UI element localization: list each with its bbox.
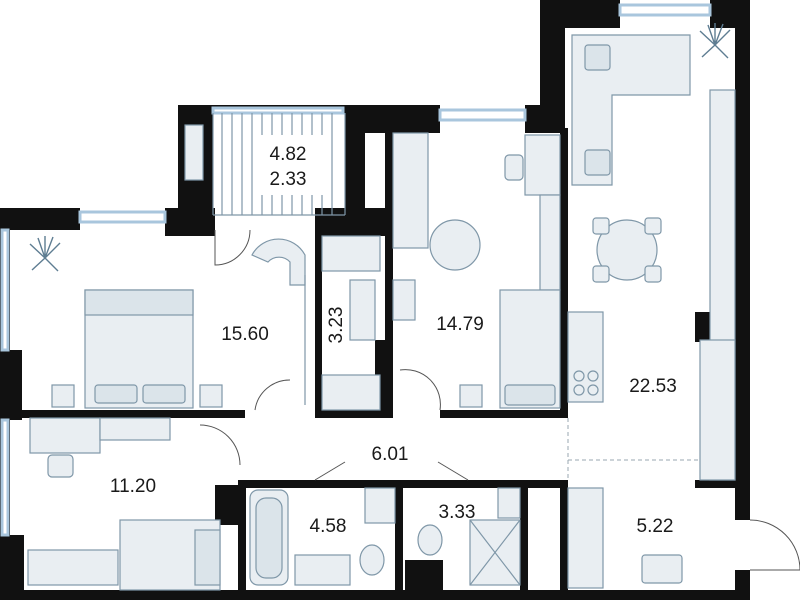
plant-icon [699, 23, 731, 59]
study-furniture [27, 417, 241, 591]
wardrobe-area: 3.23 [326, 307, 347, 344]
bedroom-area: 15.60 [221, 324, 269, 345]
kids-room-area: 14.79 [436, 314, 484, 335]
bedroom-furniture [29, 229, 306, 409]
hallway [254, 379, 469, 481]
kitchen-living-area: 22.53 [629, 376, 677, 397]
wardrobe-furniture [304, 235, 381, 411]
loggia [184, 113, 346, 216]
entrance-furniture [567, 487, 800, 589]
area-labels: 4.82 2.33 15.60 3.23 14.79 22.53 6.01 11… [110, 144, 677, 537]
plant-icon [29, 236, 61, 272]
entrance-closet-area: 5.22 [637, 516, 674, 537]
study-area: 11.20 [110, 476, 156, 497]
windows [0, 3, 712, 537]
loggia-area-secondary: 2.33 [270, 169, 307, 190]
kids-room-furniture [392, 132, 561, 411]
kitchen-living-furniture [567, 23, 736, 481]
wc-area: 3.33 [439, 502, 476, 523]
loggia-area-primary: 4.82 [270, 144, 307, 165]
bathroom-furniture [249, 487, 396, 586]
bathroom-area: 4.58 [310, 516, 347, 537]
wc-furniture [417, 487, 521, 586]
hallway-area: 6.01 [372, 444, 409, 465]
